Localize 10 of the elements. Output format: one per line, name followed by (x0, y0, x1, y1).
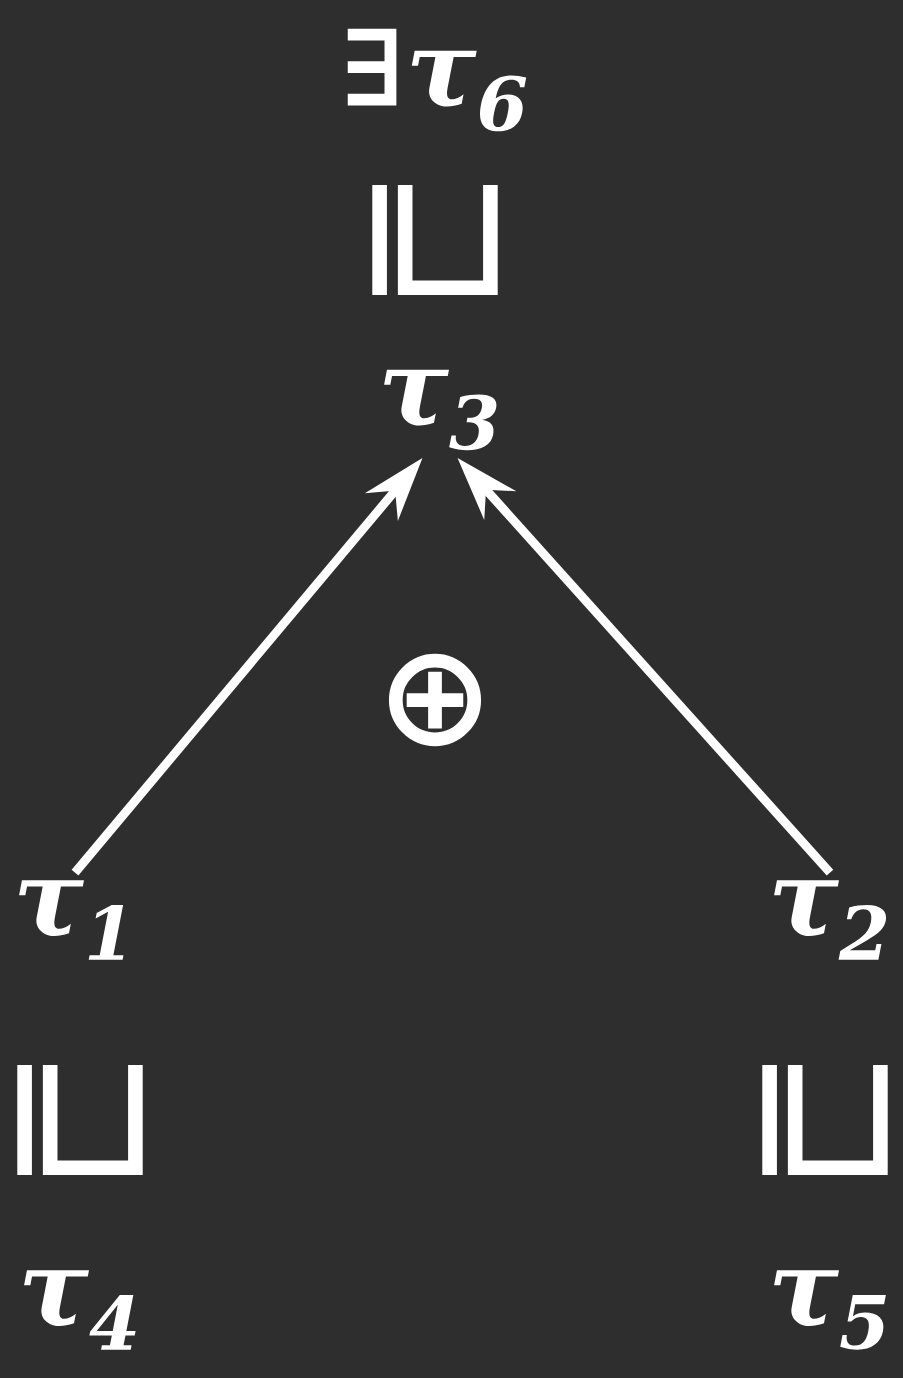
relation-symbol: ⊒ (372, 185, 498, 295)
math-term: τ$_{4}$ (24, 1270, 136, 1350)
relation-symbol: ⊒ (17, 1065, 143, 1175)
math-term: τ$_{5}$ (774, 1270, 886, 1350)
math-term: τ$_{3}$ (384, 369, 497, 451)
math-term: τ$_{1}$ (19, 880, 124, 960)
relation-symbol: ⊒ (762, 1065, 888, 1175)
operator-symbol: ⊕ (388, 653, 482, 747)
math-term: τ$_{2}$ (774, 880, 887, 960)
math-term: ∃τ$_{6}$ (347, 28, 527, 132)
